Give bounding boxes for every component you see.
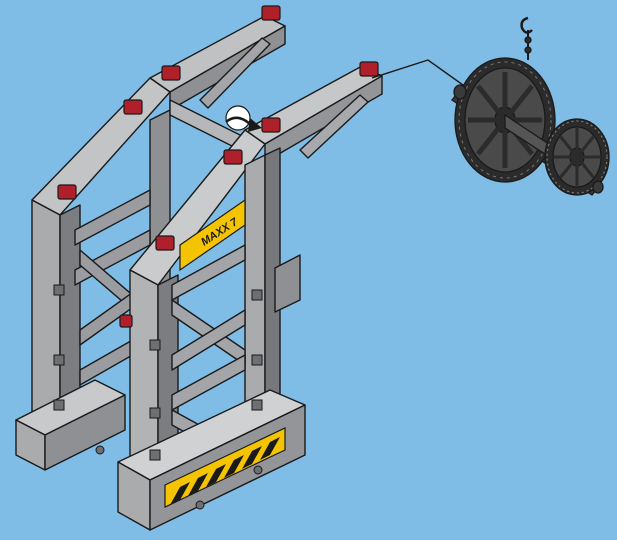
peg bbox=[119, 314, 133, 328]
peg bbox=[57, 184, 77, 200]
front-tower-pegs bbox=[119, 61, 379, 328]
peg bbox=[261, 117, 281, 133]
hook-icon bbox=[520, 16, 533, 60]
peg bbox=[155, 235, 175, 251]
peg bbox=[123, 99, 143, 115]
gear-wheel-icon bbox=[544, 118, 610, 196]
back-tower-pegs bbox=[57, 5, 281, 200]
peg bbox=[359, 61, 379, 77]
leg-bolts bbox=[53, 284, 263, 510]
hazard-stripe-plate bbox=[164, 427, 286, 508]
peg bbox=[261, 5, 281, 21]
peg bbox=[223, 149, 243, 165]
winch-rope bbox=[371, 59, 471, 91]
peg bbox=[161, 65, 181, 81]
winch-assembly bbox=[451, 16, 610, 196]
curved-arrow-icon bbox=[225, 105, 262, 132]
